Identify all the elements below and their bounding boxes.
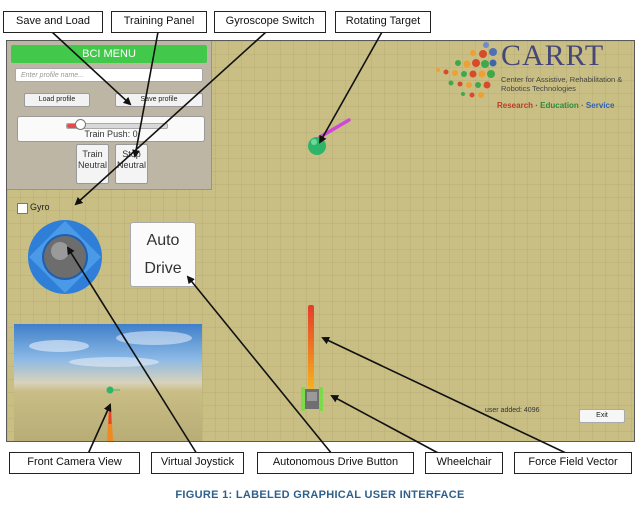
train-push-label: Train Push: 0 [84, 129, 138, 139]
callout-autonomous-drive-button: Autonomous Drive Button [257, 452, 414, 474]
tag-research: Research [497, 101, 534, 110]
front-camera-view [14, 324, 202, 441]
carrt-title: CARRT [501, 40, 605, 72]
callout-training-panel: Training Panel [111, 11, 207, 33]
gyro-checkbox[interactable] [17, 203, 28, 214]
auto-drive-label-line1: Auto [146, 232, 180, 249]
bci-menu-title: BCI MENU [11, 45, 207, 63]
train-push-slider-fill [67, 124, 77, 128]
callout-force-field-vector: Force Field Vector [514, 452, 632, 474]
wheelchair-icon [301, 387, 323, 411]
figure-caption: FIGURE 1: LABELED GRAPHICAL USER INTERFA… [175, 489, 465, 501]
training-panel: Train Push: 0 [17, 116, 205, 142]
carrt-tagline: Research · Education · Service [497, 101, 615, 110]
callout-rotating-target: Rotating Target [335, 11, 431, 33]
application-window: BCI MENU Enter profile name... Load prof… [6, 40, 635, 442]
bci-menu-panel: BCI MENU Enter profile name... Load prof… [7, 41, 212, 190]
tag-education: Education [540, 101, 579, 110]
tag-service: Service [585, 101, 615, 110]
camera-target-icon [106, 386, 120, 394]
profile-name-input[interactable]: Enter profile name... [15, 68, 203, 82]
exit-button[interactable]: Exit [579, 409, 625, 423]
save-profile-button[interactable]: Save profile [115, 93, 203, 107]
user-added-status: user added: 4096 [485, 407, 540, 414]
callout-save-and-load: Save and Load [3, 11, 103, 33]
train-neutral-button[interactable]: Train Neutral [76, 144, 109, 184]
carrt-logo-dots-icon [436, 42, 497, 98]
load-profile-button[interactable]: Load profile [24, 93, 90, 107]
carrt-subtitle: Center for Assistive, Rehabilitation & R… [501, 75, 623, 93]
callout-virtual-joystick: Virtual Joystick [151, 452, 244, 474]
joystick-knob-icon[interactable] [44, 236, 86, 278]
gyro-label: Gyro [30, 202, 50, 212]
auto-drive-button[interactable]: Auto Drive [130, 222, 196, 287]
callout-front-camera-view: Front Camera View [9, 452, 140, 474]
train-push-slider-handle[interactable] [75, 119, 86, 130]
carrt-logo: CARRT Center for Assistive, Rehabilitati… [425, 40, 634, 121]
force-vector-icon [308, 305, 314, 389]
train-push-slider[interactable] [66, 123, 168, 129]
virtual-joystick[interactable] [27, 219, 103, 295]
callout-gyroscope-switch: Gyroscope Switch [214, 11, 326, 33]
callout-wheelchair: Wheelchair [425, 452, 503, 474]
auto-drive-label-line2: Drive [144, 260, 182, 277]
